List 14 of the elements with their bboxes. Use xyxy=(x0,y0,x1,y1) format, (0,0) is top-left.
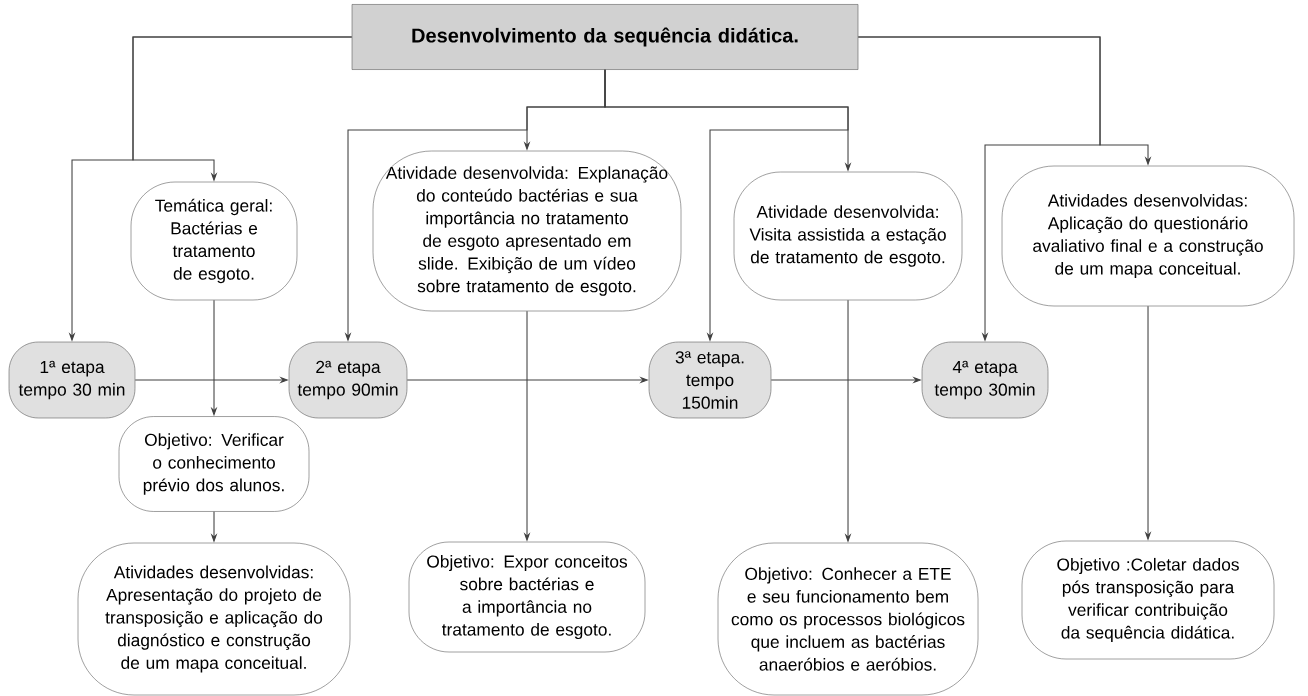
rounded-box: Atividade desenvolvida: Explanação do conteúdo bactérias e sua importância no tratamento de esgoto apresentado em slide. Exibição de um vídeo sobre tratamento de esgoto. xyxy=(372,150,682,312)
stage-box: 2ª etapa tempo 90min xyxy=(288,341,408,419)
stage-box: 4ª etapa tempo 30min xyxy=(921,341,1049,419)
rounded-box: Atividades desenvolvidas: Apresentação do projeto de transposição e aplicação do diagnóstico e construção de um mapa conceitual. xyxy=(77,542,351,696)
stage-box: 3ª etapa. tempo 150min xyxy=(648,341,772,419)
stage-box: 1ª etapa tempo 30 min xyxy=(8,341,136,419)
rounded-box: Atividade desenvolvida: Visita assistida a estação de tratamento de esgoto. xyxy=(733,171,963,301)
rounded-box: Objetivo :Coletar dados pós transposição para verificar contribuição da sequência didática. xyxy=(1021,540,1275,660)
rounded-box: Objetivo: Verificar o conhecimento prévio dos alunos. xyxy=(118,416,310,512)
title-box: Desenvolvimento da sequência didática. xyxy=(351,4,859,70)
rounded-box: Temática geral: Bactérias e tratamento de esgoto. xyxy=(130,181,298,301)
rounded-box: Objetivo: Expor conceitos sobre bactérias e a importância no tratamento de esgoto. xyxy=(408,541,646,653)
rounded-box: Objetivo: Conhecer a ETE e seu funcionamento bem como os processos biológicos que incluem as bactérias anaeróbios e aeróbios. xyxy=(717,542,979,696)
rounded-box: Atividades desenvolvidas: Aplicação do questionário avaliativo final e a construção de um mapa conceitual. xyxy=(1001,165,1295,307)
